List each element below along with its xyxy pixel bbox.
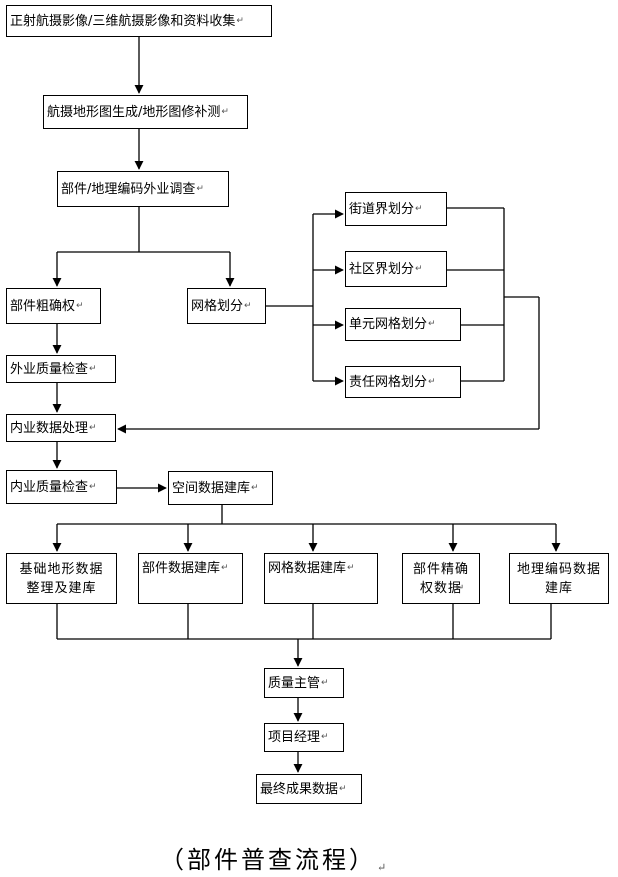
node-label: 外业质量检查 [10, 361, 89, 377]
node-community-division: 社区界划分↵ [345, 251, 447, 287]
paragraph-mark-icon: ↵ [89, 363, 97, 374]
paragraph-mark-icon: ↵ [415, 203, 423, 214]
node-topo-map-generation: 航摄地形图生成/地形图修补测↵ [43, 95, 248, 129]
node-label: 部件数据建库 [142, 561, 221, 576]
node-label: 社区界划分 [349, 261, 415, 277]
node-label: 正射航摄影像/三维航摄影像和资料收集 [10, 13, 236, 29]
paragraph-mark-icon: ↵ [87, 583, 96, 594]
paragraph-mark-icon: ↵ [251, 482, 259, 493]
paragraph-mark-icon: ↵ [244, 300, 252, 311]
paragraph-mark-icon: ↵ [321, 732, 329, 742]
node-basic-topo-data: 基础地形数据整理及建库 [6, 553, 117, 604]
node-final-results: 最终成果数据↵ [256, 774, 362, 804]
paragraph-mark-icon: ↵ [456, 583, 465, 594]
paragraph-mark-icon: ↵ [196, 183, 204, 194]
paragraph-mark-icon: ↵ [562, 583, 571, 594]
node-imagery-collection: 正射航摄影像/三维航摄影像和资料收集↵ [6, 5, 272, 37]
node-label: 航摄地形图生成/地形图修补测 [47, 104, 221, 120]
node-unit-grid-division: 单元网格划分↵ [345, 308, 461, 341]
paragraph-mark-icon: ↵ [221, 563, 229, 573]
paragraph-mark-icon: ↵ [76, 300, 84, 311]
paragraph-mark-icon: ↵ [236, 15, 244, 26]
node-label: 网格划分 [191, 298, 244, 314]
paragraph-mark-icon: ↵ [428, 376, 436, 387]
node-label: 部件粗确权 [10, 298, 76, 314]
paragraph-mark-icon: ↵ [377, 861, 390, 874]
paragraph-mark-icon: ↵ [339, 783, 347, 794]
node-street-division: 街道界划分↵ [345, 192, 447, 226]
node-label: 部件精确权数据 [412, 561, 469, 596]
node-label: 内业数据处理 [10, 420, 89, 436]
node-rough-ownership: 部件粗确权↵ [6, 288, 101, 324]
node-label: 空间数据建库 [172, 480, 251, 496]
figure-caption: （部件普查流程）↵ [160, 840, 389, 875]
node-office-data-processing: 内业数据处理↵ [6, 414, 116, 442]
node-label: 责任网格划分 [349, 374, 428, 390]
paragraph-mark-icon: ↵ [221, 106, 229, 117]
node-precise-ownership-data: 部件精确权数据 [402, 553, 480, 604]
node-label: 单元网格划分 [349, 317, 428, 332]
node-component-database: 部件数据建库↵ [138, 553, 243, 604]
node-label: 最终成果数据 [260, 781, 339, 797]
node-label: 项目经理 [268, 730, 321, 745]
paragraph-mark-icon: ↵ [89, 422, 97, 433]
node-field-quality-check: 外业质量检查↵ [6, 355, 116, 383]
node-label: 部件/地理编码外业调查 [61, 181, 196, 197]
node-project-manager: 项目经理↵ [264, 723, 344, 752]
node-spatial-database: 空间数据建库↵ [168, 471, 273, 505]
paragraph-mark-icon: ↵ [428, 319, 436, 329]
node-field-survey: 部件/地理编码外业调查↵ [57, 171, 229, 207]
node-label: 内业质量检查 [10, 479, 89, 495]
node-label: 地理编码数据建库 [516, 561, 601, 596]
node-office-quality-check: 内业质量检查↵ [6, 470, 117, 504]
caption-text: （部件普查流程） [160, 846, 376, 874]
node-quality-supervisor: 质量主管↵ [264, 668, 344, 698]
node-label: 质量主管 [268, 675, 321, 691]
node-label: 网格数据建库 [268, 561, 347, 576]
node-grid-division: 网格划分↵ [187, 288, 266, 324]
paragraph-mark-icon: ↵ [321, 677, 329, 688]
paragraph-mark-icon: ↵ [347, 563, 355, 573]
node-grid-database: 网格数据建库↵ [264, 553, 378, 604]
node-label: 街道界划分 [349, 201, 415, 217]
paragraph-mark-icon: ↵ [89, 481, 97, 492]
node-label: 基础地形数据整理及建库 [19, 561, 104, 596]
paragraph-mark-icon: ↵ [415, 263, 423, 274]
node-geocode-database: 地理编码数据建库 [509, 553, 609, 604]
node-responsibility-grid-division: 责任网格划分↵ [345, 366, 461, 398]
